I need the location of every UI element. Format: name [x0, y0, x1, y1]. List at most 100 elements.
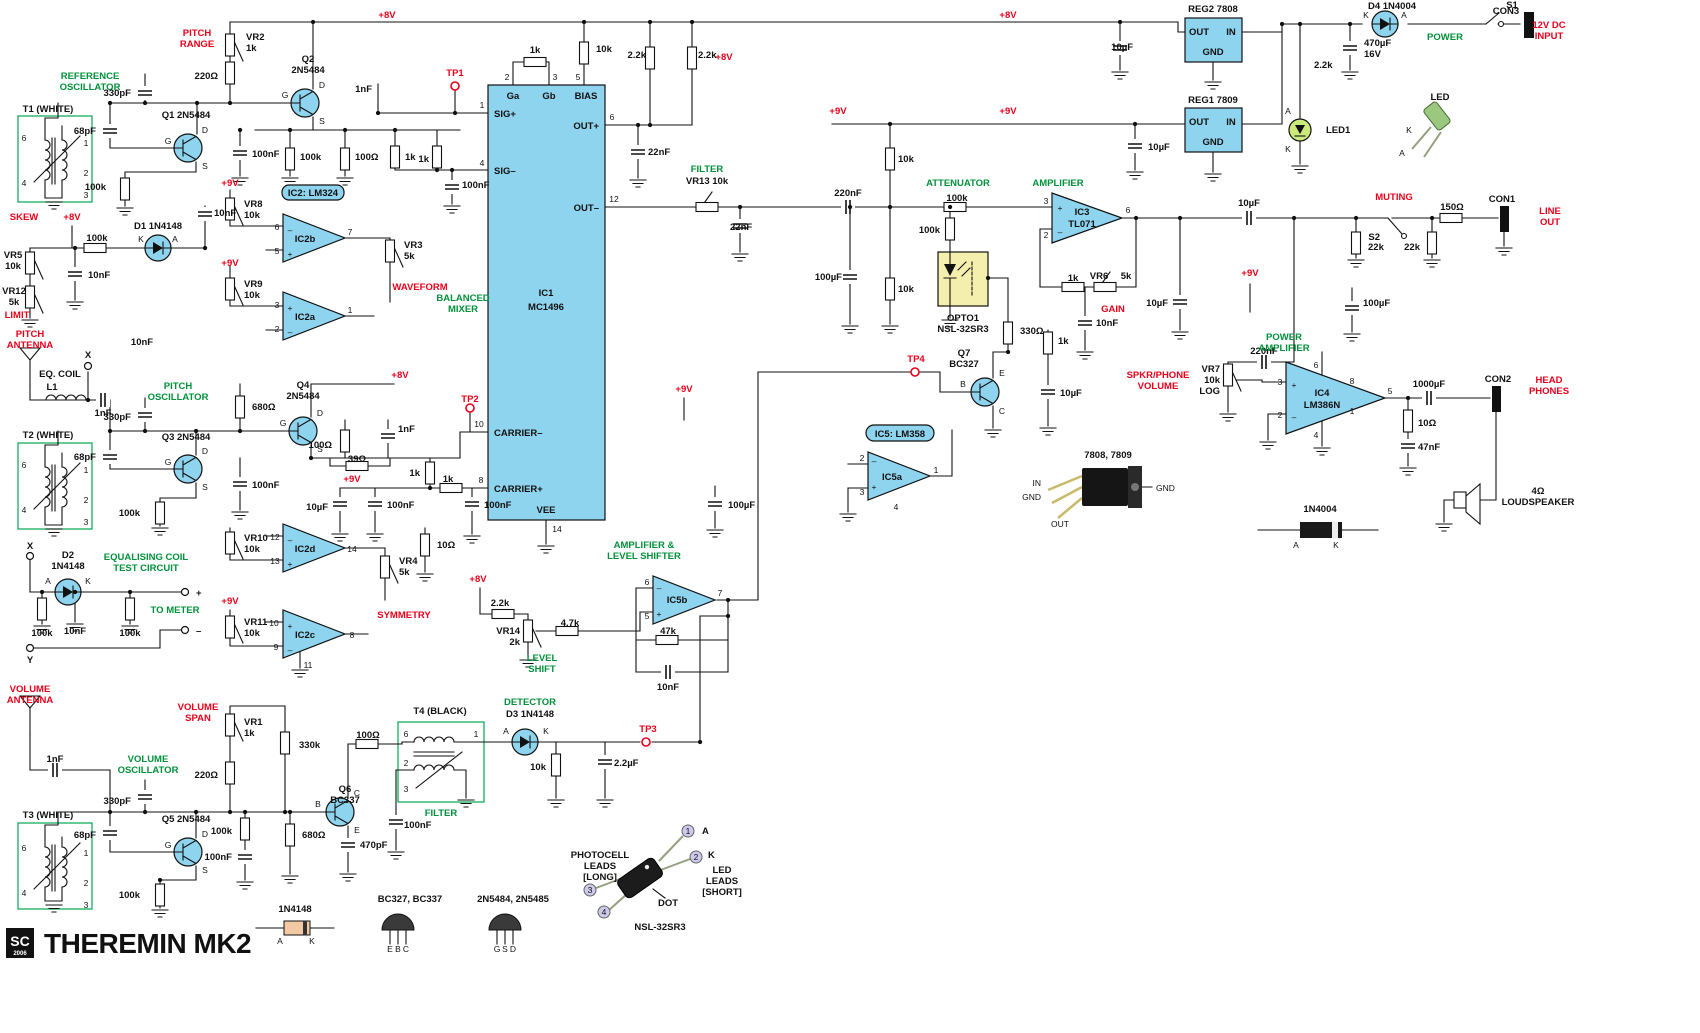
led-package-drawing: [1411, 101, 1451, 158]
label-1k-282: 1k: [443, 474, 454, 485]
label-tp1-57: TP1: [446, 68, 464, 79]
label-100k-248: 100k: [119, 628, 141, 639]
label-1-101: 1: [480, 100, 485, 110]
label-10µf-15: 10µF: [1111, 42, 1133, 53]
label-balanced-91: BALANCED: [436, 293, 489, 304]
to92-2n5484-drawing: [488, 913, 522, 931]
label-a-9: A: [1401, 10, 1407, 20]
label-con2-183: CON2: [1485, 374, 1511, 385]
label-g-264: G: [280, 418, 287, 428]
pot-wiper-arrows: [32, 38, 1242, 890]
label-b-308: B: [315, 799, 321, 809]
label-out-196: OUT: [1051, 519, 1069, 529]
label-q6-306: Q6: [339, 784, 352, 795]
sc-logo: [6, 928, 34, 958]
label-a-321: A: [503, 726, 509, 736]
label-e-310: E: [354, 825, 360, 835]
d3-diode: [511, 728, 539, 756]
opto1-nsl32sr3: [937, 251, 989, 307]
label-tp4-158: TP4: [907, 354, 925, 365]
label-13-225: 13: [270, 556, 280, 566]
con1-jack: [1500, 206, 1509, 232]
label-10k-222: 10k: [244, 544, 261, 555]
label-100k-277: 100k: [119, 508, 141, 519]
label-14-226: 14: [347, 544, 357, 554]
label-22k-147: 22k: [1404, 242, 1421, 253]
label-10k-83: 10k: [244, 290, 261, 301]
label-100k-51: 100k: [85, 182, 107, 193]
label-1k-157: 1k: [1058, 336, 1069, 347]
label-level-shifter-207: LEVEL SHIFTER: [607, 551, 681, 562]
label-g-39: G: [282, 90, 289, 100]
label-waveform-90: WAVEFORM: [392, 282, 447, 293]
label-100nf-315: 100nF: [404, 820, 432, 831]
label-s2-141: S2: [1368, 232, 1380, 243]
label-6-78: 6: [275, 222, 280, 232]
label-reg2-7808-3: REG2 7808: [1188, 4, 1238, 15]
label-5-180: 5: [1388, 386, 1393, 396]
label-100µf-204: 100µF: [728, 500, 755, 511]
label-10nf-61: 10nF: [214, 208, 236, 219]
label-ga-94: Ga: [507, 91, 520, 102]
label-4-103: 4: [480, 158, 485, 168]
label-reg1-7809-19: REG1 7809: [1188, 95, 1238, 106]
label-3-98: 3: [553, 72, 558, 82]
label-2-2k-18: 2.2k: [1314, 60, 1333, 71]
label-sig+-100: SIG+: [494, 109, 516, 120]
label-g-48: G: [165, 136, 172, 146]
label-out-4: OUT: [1189, 27, 1209, 38]
tp1-testpoint[interactable]: [450, 81, 460, 91]
label-100ω-316: 100Ω: [356, 730, 380, 741]
label-s-276: S: [202, 482, 208, 492]
label-opto1-131: OPTO1: [947, 313, 980, 324]
d1-diode: [144, 234, 172, 262]
label-10k-68: 10k: [5, 261, 22, 272]
tp3-testpoint[interactable]: [641, 737, 651, 747]
label-s-266: S: [317, 444, 323, 454]
label-330k-294: 330k: [299, 740, 321, 751]
label-e-330: E: [387, 944, 393, 954]
label-10µf-283: 10µF: [306, 502, 328, 513]
label-g-274: G: [165, 457, 172, 467]
label-3-201: 3: [860, 487, 865, 497]
label-2-358: 2: [84, 495, 89, 505]
1n4148-package-drawing: [283, 920, 311, 936]
label-22k-146: 22k: [1368, 242, 1385, 253]
label-b-162: B: [960, 379, 966, 389]
ic5-label-box: [865, 424, 935, 442]
label-1-179: 1: [1350, 406, 1355, 416]
label-+-250: +: [196, 588, 202, 599]
label-5-79: 5: [275, 246, 280, 256]
label-tp3-323: TP3: [639, 724, 656, 735]
tp4-testpoint[interactable]: [910, 367, 920, 377]
label-1-340: 1: [686, 826, 691, 836]
label-volume-296: VOLUME: [128, 754, 169, 765]
label-2-353: 2: [84, 168, 89, 178]
label-100k-311: 100k: [211, 826, 233, 837]
label-2-176: 2: [1278, 410, 1283, 420]
label-vr11-231: VR11: [244, 617, 268, 628]
label-out-108: OUT–: [574, 203, 599, 214]
label-d1-1n4148-62: D1 1N4148: [134, 221, 182, 232]
label-+9v-227: +9V: [221, 596, 239, 607]
label-1k-116: 1k: [530, 45, 541, 56]
tp2-testpoint[interactable]: [465, 403, 475, 413]
label-10-111: 10: [474, 419, 484, 429]
label-100k-128: 100k: [919, 225, 941, 236]
label-12-109: 12: [609, 194, 619, 204]
label-vr5-67: VR5: [4, 250, 23, 261]
label-c-332: C: [403, 944, 409, 954]
label-150ω-142: 150Ω: [1440, 202, 1464, 213]
label-100k-53: 100k: [300, 152, 322, 163]
label-1k-55: 1k: [405, 152, 416, 163]
label-47nf-187: 47nF: [1418, 442, 1440, 453]
label-2-363: 2: [84, 878, 89, 888]
label-head-184: HEAD: [1536, 375, 1563, 386]
label-d4-1n4004-7: D4 1N4004: [1368, 1, 1417, 12]
label-a-31: A: [1399, 148, 1405, 158]
to220-package-drawing: [1047, 466, 1142, 519]
label-k-245: K: [85, 576, 91, 586]
label-3-355: 3: [84, 190, 89, 200]
label-100nf-59: 100nF: [462, 180, 490, 191]
label-10µf-139: 10µF: [1238, 198, 1260, 209]
